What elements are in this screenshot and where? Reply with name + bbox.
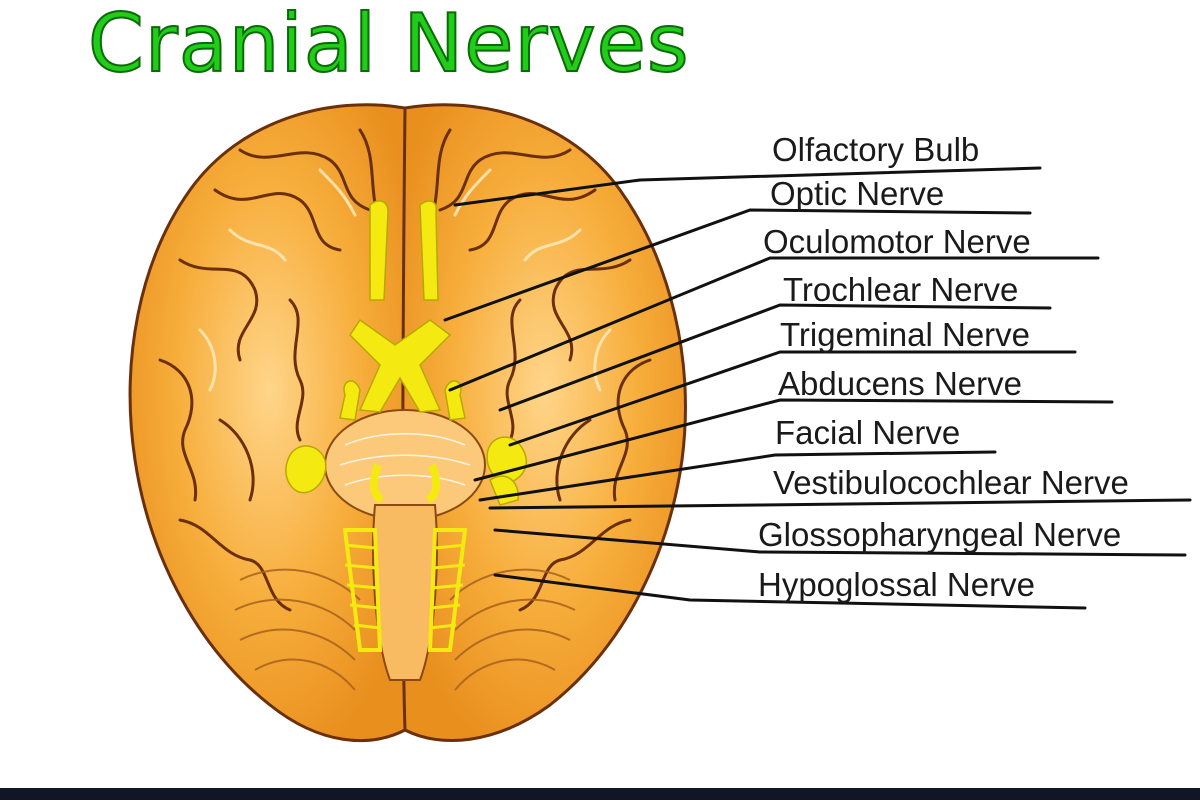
leader-olfactory-bulb — [453, 166, 1042, 207]
olfactory-bulb-label: Olfactory Bulb — [772, 131, 980, 168]
trigeminal-nerve-label: Trigeminal Nerve — [780, 316, 1031, 353]
glossopharyngeal-nerve-label: Glossopharyngeal Nerve — [758, 516, 1122, 553]
gyri-highlights — [198, 168, 612, 392]
leader-trigeminal-nerve — [508, 350, 1077, 447]
hypoglossal-right — [427, 528, 468, 652]
oculomotor-left — [339, 380, 361, 421]
leader-facial-nerve — [478, 450, 997, 502]
trochlear-nerve-label: Trochlear Nerve — [783, 271, 1019, 308]
cranial-nerves — [285, 200, 527, 652]
leader-trochlear-nerve — [498, 303, 1052, 412]
oculomotor-nerve-label: Oculomotor Nerve — [763, 223, 1031, 260]
leader-optic-nerve — [443, 208, 1032, 322]
medulla — [372, 504, 438, 681]
optic-nerve-label: Optic Nerve — [770, 175, 945, 212]
olfactory-tract-right — [419, 200, 439, 301]
leader-abducens-nerve — [473, 398, 1114, 482]
abducens-left — [369, 463, 385, 504]
olfactory-tract-left — [369, 200, 389, 301]
facial-right — [489, 475, 519, 506]
diagram-title: Cranial Nerves — [87, 0, 690, 90]
optic-chiasm — [349, 318, 452, 413]
hypoglossal-left — [342, 528, 383, 652]
leader-vestibulocochlear-nerve — [488, 498, 1192, 510]
bottom-bar — [0, 788, 1200, 800]
trigeminal-left — [285, 445, 327, 494]
leader-lines — [443, 166, 1192, 610]
abducens-right — [425, 463, 441, 504]
vestibulocochlear-nerve-label: Vestibulocochlear Nerve — [773, 464, 1129, 501]
leader-hypoglossal-nerve — [493, 573, 1087, 610]
hypoglossal-nerve-label: Hypoglossal Nerve — [758, 566, 1035, 603]
facial-nerve-label: Facial Nerve — [775, 414, 961, 451]
sulci — [158, 128, 652, 612]
leader-glossopharyngeal-nerve — [493, 528, 1187, 557]
brainstem — [324, 409, 486, 681]
brain-outline — [128, 103, 687, 743]
cerebellum — [234, 568, 576, 691]
abducens-nerve-label: Abducens Nerve — [778, 365, 1022, 402]
leader-oculomotor-nerve — [448, 256, 1100, 392]
pons — [324, 409, 486, 521]
